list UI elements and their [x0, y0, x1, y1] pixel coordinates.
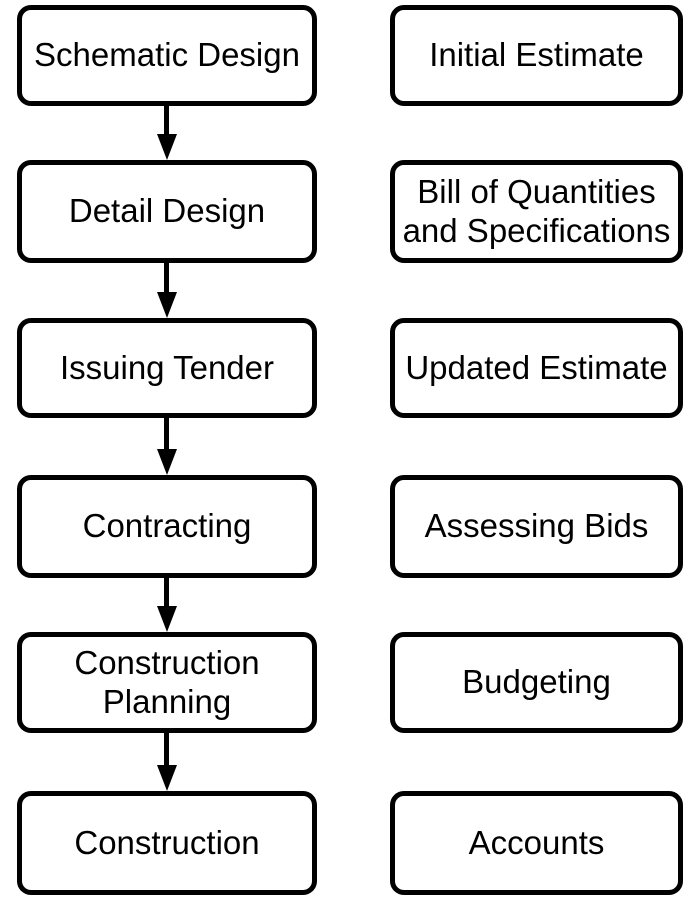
flow-node-construction-planning: Construction Planning	[17, 632, 317, 733]
flow-node-assessing-bids: Assessing Bids	[390, 475, 683, 578]
flow-node-label: Initial Estimate	[429, 36, 644, 74]
flow-node-label: Issuing Tender	[59, 348, 275, 386]
flow-node-label: Contracting	[82, 507, 252, 545]
flow-node-label: Budgeting	[462, 663, 611, 701]
flow-node-label: Bill of Quantities and Specifications	[402, 173, 671, 249]
flow-node-label: Schematic Design	[34, 36, 300, 74]
flow-node-bill-of-quantities: Bill of Quantities and Specifications	[390, 160, 683, 263]
arrow-shaft	[164, 263, 169, 292]
arrow-shaft	[164, 733, 169, 765]
flow-node-budgeting: Budgeting	[390, 632, 683, 733]
arrow-head-icon	[157, 292, 177, 318]
flow-node-construction: Construction	[17, 791, 317, 895]
flow-node-accounts: Accounts	[390, 791, 683, 895]
flow-node-schematic-design: Schematic Design	[17, 5, 317, 106]
flow-node-updated-estimate: Updated Estimate	[390, 318, 683, 418]
flow-node-initial-estimate: Initial Estimate	[390, 5, 683, 106]
flow-node-label: Construction Planning	[74, 644, 260, 720]
arrow-shaft	[164, 418, 169, 449]
flow-node-detail-design: Detail Design	[17, 160, 317, 263]
flow-node-label: Assessing Bids	[424, 507, 649, 545]
flow-node-label: Detail Design	[68, 192, 266, 230]
flow-node-label: Construction	[74, 823, 260, 861]
flow-node-label: Updated Estimate	[405, 348, 668, 386]
arrow-head-icon	[157, 606, 177, 632]
flow-node-label: Accounts	[468, 823, 605, 861]
arrow-shaft	[164, 106, 169, 134]
arrow-head-icon	[157, 449, 177, 475]
flow-node-issuing-tender: Issuing Tender	[17, 318, 317, 418]
arrow-head-icon	[157, 134, 177, 160]
arrow-head-icon	[157, 765, 177, 791]
flow-node-contracting: Contracting	[17, 475, 317, 578]
arrow-shaft	[164, 578, 169, 606]
